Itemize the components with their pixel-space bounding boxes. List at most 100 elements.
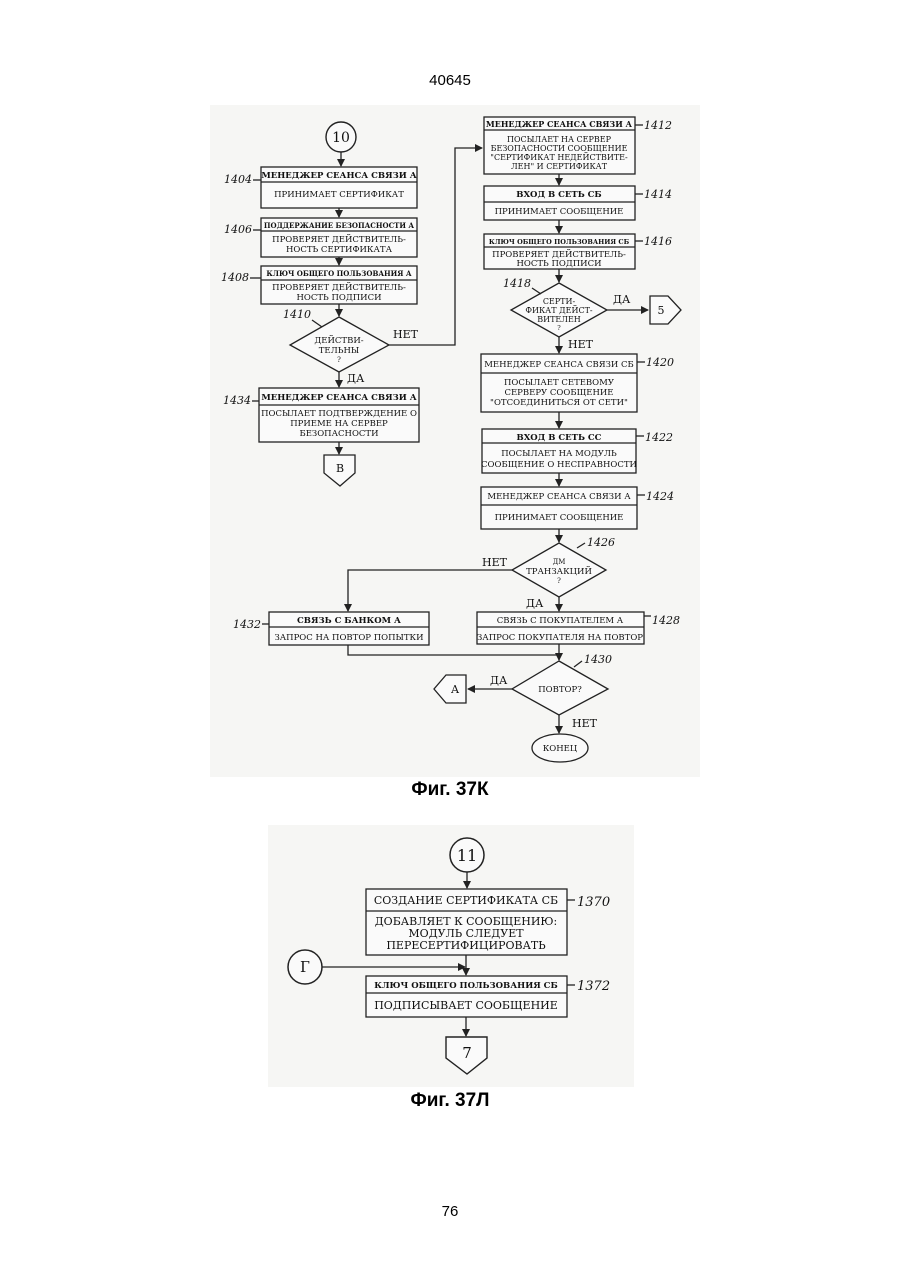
box-1408-head: КЛЮЧ ОБЩЕГО ПОЛЬЗОВАНИЯ А — [266, 269, 412, 278]
box-1422: ВХОД В СЕТЬ СС ПОСЫЛАЕТ НА МОДУЛЬ СООБЩЕ… — [481, 429, 637, 473]
box-1408: КЛЮЧ ОБЩЕГО ПОЛЬЗОВАНИЯ А ПРОВЕРЯЕТ ДЕЙС… — [261, 266, 417, 304]
decision-1418-line: ? — [557, 324, 561, 332]
decision-1410-line: ? — [337, 356, 341, 364]
box-1420: МЕНЕДЖЕР СЕАНСА СВЯЗИ СБ ПОСЫЛАЕТ СЕТЕВО… — [481, 354, 637, 412]
decision-1410: ДЕЙСТВИ- ТЕЛЬНЫ ? — [290, 317, 389, 372]
start-connector-11: 11 — [450, 838, 484, 872]
label-yes: ДА — [490, 674, 508, 687]
box-1420-head: МЕНЕДЖЕР СЕАНСА СВЯЗИ СБ — [484, 360, 634, 370]
box-1428-line: ЗАПРОС ПОКУПАТЕЛЯ НА ПОВТОР — [477, 633, 643, 643]
label-no: НЕТ — [572, 717, 598, 730]
box-1432: СВЯЗЬ С БАНКОМ А ЗАПРОС НА ПОВТОР ПОПЫТК… — [269, 612, 429, 645]
decision-1426-line: ТРАНЗАКЦИЙ — [526, 565, 592, 577]
box-1416-head: КЛЮЧ ОБЩЕГО ПОЛЬЗОВАНИЯ СБ — [489, 238, 630, 246]
box-1412-line: БЕЗОПАСНОСТИ СООБЩЕНИЕ — [491, 144, 628, 153]
box-1416: КЛЮЧ ОБЩЕГО ПОЛЬЗОВАНИЯ СБ ПРОВЕРЯЕТ ДЕЙ… — [484, 234, 635, 269]
ref-1430: 1430 — [584, 653, 612, 666]
decision-1410-line: ТЕЛЬНЫ — [319, 346, 359, 356]
label-no: НЕТ — [482, 556, 508, 569]
box-1424: МЕНЕДЖЕР СЕАНСА СВЯЗИ А ПРИНИМАЕТ СООБЩЕ… — [481, 487, 637, 529]
decision-1410-line: ДЕЙСТВИ- — [314, 334, 363, 346]
ref-1424: 1424 — [646, 490, 674, 503]
label-yes: ДА — [613, 293, 631, 306]
figure-37l: 11 СОЗДАНИЕ СЕРТИФИКАТА СБ ДОБАВЛЯЕТ К С… — [288, 838, 610, 1074]
decision-1418-line: ФИКАТ ДЕЙСТ- — [525, 306, 593, 315]
decision-1426-line: ? — [557, 577, 561, 585]
start-connector-11-label: 11 — [457, 846, 477, 865]
box-1434-line: ПОСЫЛАЕТ ПОДТВЕРЖДЕНИЕ О — [261, 409, 417, 419]
ref-1370: 1370 — [577, 895, 610, 910]
box-1370-head: СОЗДАНИЕ СЕРТИФИКАТА СБ — [374, 894, 558, 907]
box-1412-line: "СЕРТИФИКАТ НЕДЕЙСТВИТЕ- — [490, 153, 628, 162]
box-1404: МЕНЕДЖЕР СЕАНСА СВЯЗИ А ПРИНИМАЕТ СЕРТИФ… — [261, 167, 417, 208]
page-number: 76 — [442, 1203, 459, 1220]
box-1406-line: НОСТЬ СЕРТИФИКАТА — [286, 245, 393, 255]
box-1406-line: ПРОВЕРЯЕТ ДЕЙСТВИТЕЛЬ- — [272, 233, 406, 245]
box-1408-line: НОСТЬ ПОДПИСИ — [296, 293, 381, 303]
box-1404-head: МЕНЕДЖЕР СЕАНСА СВЯЗИ А — [261, 171, 416, 181]
box-1434-head: МЕНЕДЖЕР СЕАНСА СВЯЗИ А — [261, 393, 416, 403]
ref-1418: 1418 — [503, 277, 531, 290]
label-no: НЕТ — [568, 338, 594, 351]
ref-1408: 1408 — [221, 271, 249, 284]
label-yes: ДА — [526, 597, 544, 610]
connector-g-label: Г — [300, 958, 310, 976]
box-1406: ПОДДЕРЖАНИЕ БЕЗОПАСНОСТИ А ПРОВЕРЯЕТ ДЕЙ… — [261, 218, 417, 257]
decision-1418-line: ВИТЕЛЕН — [537, 315, 581, 324]
caption-fig-37k: Фиг. 37К — [411, 779, 489, 800]
box-1370-line: ПЕРЕСЕРТИФИЦИРОВАТЬ — [386, 939, 546, 952]
box-1424-head: МЕНЕДЖЕР СЕАНСА СВЯЗИ А — [487, 492, 631, 502]
box-1420-line: "ОТСОЕДИНИТЬСЯ ОТ СЕТИ" — [490, 398, 628, 408]
label-no: НЕТ — [393, 328, 419, 341]
box-1434: МЕНЕДЖЕР СЕАНСА СВЯЗИ А ПОСЫЛАЕТ ПОДТВЕР… — [259, 388, 419, 442]
box-1406-head: ПОДДЕРЖАНИЕ БЕЗОПАСНОСТИ А — [264, 221, 415, 230]
box-1434-line: БЕЗОПАСНОСТИ — [299, 429, 378, 439]
offpage-connector-7: 7 — [446, 1037, 487, 1074]
box-1412-head: МЕНЕДЖЕР СЕАНСА СВЯЗИ А — [486, 119, 633, 129]
box-1404-line: ПРИНИМАЕТ СЕРТИФИКАТ — [274, 190, 404, 200]
connector-a-label: А — [451, 683, 460, 696]
box-1420-line: СЕРВЕРУ СООБЩЕНИЕ — [504, 388, 613, 398]
ref-1406: 1406 — [224, 223, 252, 236]
box-1412: МЕНЕДЖЕР СЕАНСА СВЯЗИ А ПОСЫЛАЕТ НА СЕРВ… — [484, 117, 635, 174]
connector-7-label: 7 — [462, 1044, 472, 1062]
decision-1426-line: ДМ — [553, 558, 566, 566]
ref-1414: 1414 — [644, 188, 672, 201]
offpage-connector-g: Г — [288, 950, 322, 984]
box-1420-line: ПОСЫЛАЕТ СЕТЕВОМУ — [504, 378, 615, 388]
box-1412-line: ПОСЫЛАЕТ НА СЕРВЕР — [507, 135, 612, 144]
decision-1430-line: ПОВТОР? — [538, 685, 582, 695]
caption-fig-37l: Фиг. 37Л — [411, 1090, 490, 1111]
box-1414-line: ПРИНИМАЕТ СООБЩЕНИЕ — [495, 207, 624, 217]
ref-1420: 1420 — [646, 356, 674, 369]
document-number: 40645 — [429, 72, 471, 89]
label-yes: ДА — [347, 372, 365, 385]
start-connector-10: 10 — [326, 122, 356, 152]
box-1370: СОЗДАНИЕ СЕРТИФИКАТА СБ ДОБАВЛЯЕТ К СООБ… — [366, 889, 567, 955]
box-1412-line: ЛЕН" И СЕРТИФИКАТ — [511, 162, 608, 171]
offpage-connector-a: А — [434, 675, 466, 703]
box-1416-line: НОСТЬ ПОДПИСИ — [516, 259, 601, 269]
connector-5-label: 5 — [658, 304, 665, 317]
box-1422-head: ВХОД В СЕТЬ СС — [517, 433, 602, 443]
offpage-connector-5: 5 — [650, 296, 681, 324]
offpage-connector-v: В — [324, 455, 355, 486]
start-connector-label: 10 — [332, 130, 350, 146]
box-1422-line: ПОСЫЛАЕТ НА МОДУЛЬ — [501, 449, 617, 459]
decision-1418-line: СЕРТИ- — [543, 297, 576, 306]
figure-37k: 10 МЕНЕДЖЕР СЕАНСА СВЯЗИ А ПРИНИМАЕТ СЕР… — [221, 117, 681, 762]
decision-1426: ДМ ТРАНЗАКЦИЙ ? — [512, 543, 606, 597]
decision-1418: СЕРТИ- ФИКАТ ДЕЙСТ- ВИТЕЛЕН ? — [511, 283, 607, 337]
ref-1432: 1432 — [233, 618, 261, 631]
decision-1430: ПОВТОР? — [512, 661, 608, 715]
ref-1372: 1372 — [577, 979, 610, 994]
ref-1404: 1404 — [224, 173, 252, 186]
box-1408-line: ПРОВЕРЯЕТ ДЕЙСТВИТЕЛЬ- — [272, 281, 406, 293]
ref-1434: 1434 — [223, 394, 251, 407]
box-1432-head: СВЯЗЬ С БАНКОМ А — [297, 616, 401, 626]
box-1434-line: ПРИЕМЕ НА СЕРВЕР — [290, 419, 388, 429]
ref-1410: 1410 — [283, 308, 311, 321]
box-1428-head: СВЯЗЬ С ПОКУПАТЕЛЕМ А — [497, 616, 624, 626]
